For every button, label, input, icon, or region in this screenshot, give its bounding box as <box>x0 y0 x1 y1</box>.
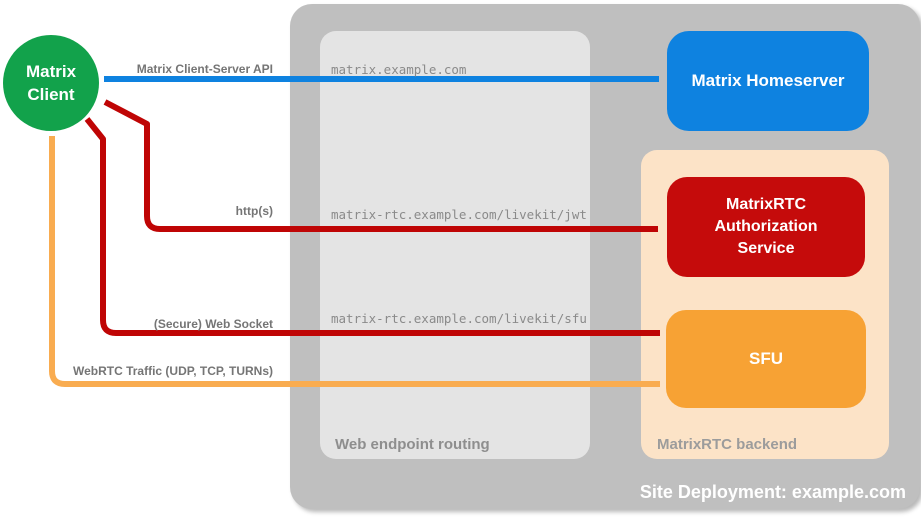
matrix-client-node: Matrix Client <box>3 35 99 131</box>
label-web-socket: (Secure) Web Socket <box>153 317 273 331</box>
site-deployment-label: Site Deployment: example.com <box>639 482 906 502</box>
label-webrtc-traffic: WebRTC Traffic (UDP, TCP, TURNs) <box>72 364 273 378</box>
label-https: http(s) <box>235 204 273 218</box>
sfu-node: SFU <box>666 310 866 408</box>
matrix-homeserver-node: Matrix Homeserver <box>667 31 869 131</box>
endpoint-homeserver-url: matrix.example.com <box>331 62 467 77</box>
web-endpoint-routing-label: Web endpoint routing <box>335 436 490 453</box>
endpoint-sfu-url: matrix-rtc.example.com/livekit/sfu <box>331 311 587 326</box>
web-endpoint-routing-container <box>320 31 590 459</box>
matrixrtc-auth-service-node: MatrixRTC Authorization Service <box>667 177 865 277</box>
endpoint-jwt-url: matrix-rtc.example.com/livekit/jwt <box>331 207 587 222</box>
label-client-server-api: Matrix Client-Server API <box>136 62 273 76</box>
matrixrtc-backend-label: MatrixRTC backend <box>657 436 798 453</box>
